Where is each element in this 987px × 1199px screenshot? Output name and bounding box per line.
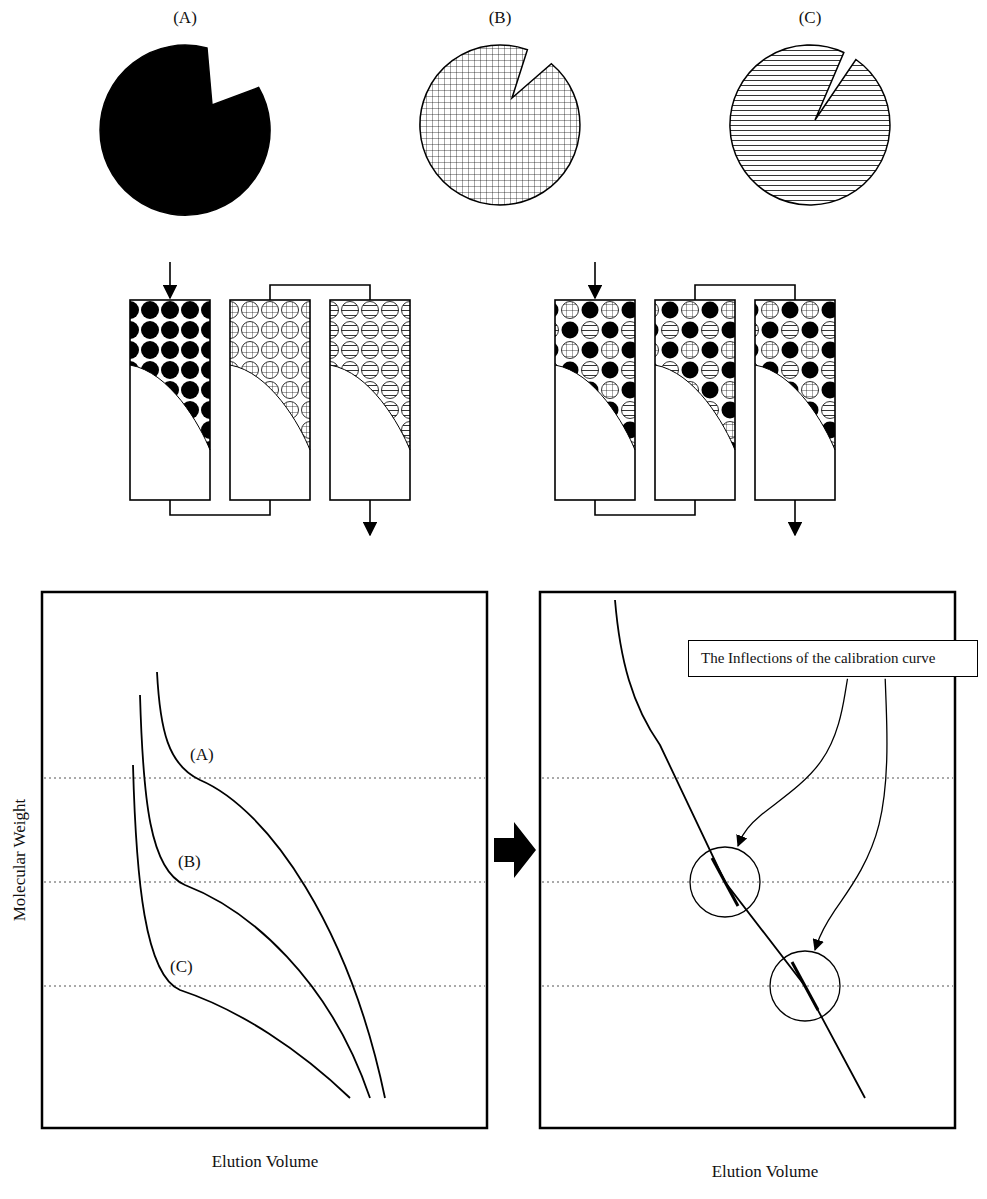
column-sets — [130, 300, 835, 500]
leader-arrow — [738, 679, 848, 846]
packing — [130, 300, 210, 450]
inflection-mark — [712, 858, 738, 906]
axis-label: Elution Volume — [712, 1162, 819, 1182]
pore-pie-a — [100, 45, 270, 215]
curve-label: (B) — [178, 852, 201, 872]
pie-label: (B) — [489, 8, 512, 28]
packing — [230, 300, 310, 450]
column-tube — [330, 300, 410, 500]
callout-text: The Inflections of the calibration curve — [701, 649, 965, 668]
gel-column — [230, 300, 310, 500]
axis-label: Elution Volume — [212, 1152, 319, 1172]
column-tube — [755, 300, 835, 500]
bracket — [595, 500, 695, 515]
calibration-curve — [140, 695, 370, 1098]
leader-lines — [738, 679, 887, 950]
column-connections — [170, 262, 795, 535]
block-arrow — [494, 822, 536, 878]
gel-column — [130, 300, 210, 500]
packing-front — [230, 365, 310, 450]
gel-column — [555, 300, 635, 500]
column-tube — [655, 300, 735, 500]
gel-column — [330, 300, 410, 500]
pie-label: (C) — [799, 8, 822, 28]
gel-column — [655, 300, 735, 500]
axis-label: Molecular Weight — [10, 799, 30, 921]
outlet-arrow — [369, 500, 371, 535]
inflection-circle — [770, 951, 840, 1021]
calibration-curve — [133, 765, 350, 1098]
packing-front — [655, 365, 735, 450]
inflection-mark — [792, 962, 818, 1010]
inlet-arrow — [169, 262, 171, 298]
dashed-line — [44, 778, 485, 986]
column-tube — [555, 300, 635, 500]
curve-label: (A) — [190, 745, 214, 765]
chart-frame — [42, 592, 487, 1128]
inflection-marks — [712, 858, 818, 1010]
curve-label: (C) — [170, 957, 193, 977]
packing — [555, 300, 635, 450]
bracket — [270, 285, 370, 300]
column-tube — [130, 300, 210, 500]
packing — [755, 300, 835, 450]
packing-front — [555, 365, 635, 450]
callout-box: The Inflections of the calibration curve — [688, 640, 978, 677]
packing-front — [330, 365, 410, 450]
bracket — [170, 500, 270, 515]
bracket — [695, 285, 795, 300]
pore-pie-b — [420, 45, 580, 205]
packing-front — [130, 365, 210, 450]
inflection-circle — [690, 847, 760, 917]
inlet-arrow — [594, 262, 596, 298]
packing-front — [755, 365, 835, 450]
dashed-line — [542, 778, 953, 986]
column-tube — [230, 300, 310, 500]
pore-pie-c — [730, 45, 890, 205]
pie-label: (A) — [173, 8, 197, 28]
gel-column — [755, 300, 835, 500]
packing — [655, 300, 735, 450]
packing — [330, 300, 410, 450]
outlet-arrow — [794, 500, 796, 535]
leader-arrow — [815, 679, 887, 950]
